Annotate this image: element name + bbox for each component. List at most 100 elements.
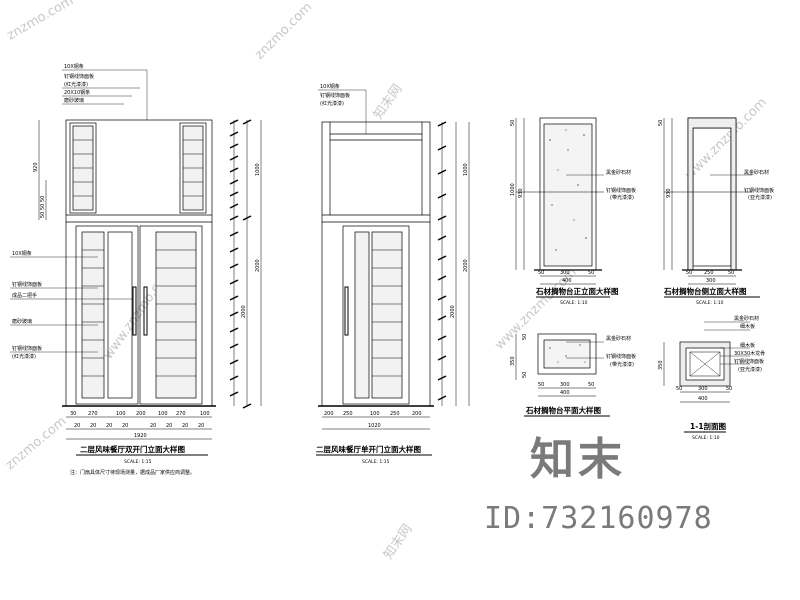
dim-text: 300 [706, 278, 716, 284]
callout-label: 黑金砂石材 [606, 169, 631, 176]
drawing-title: 1-1剖面图 [690, 421, 727, 431]
drawing-scale: SCALE: 1:10 [560, 300, 588, 306]
dim-text: 30 [70, 411, 76, 417]
dim-text: 50 [726, 386, 732, 392]
dim-text: 50 [510, 120, 516, 126]
dim-text: 2000 [255, 259, 261, 272]
dim-text: 400 [562, 278, 572, 284]
single-door-texts: 10X钢条 钉钢线饰面板 (红光漆漆) 1000 2000 2000 200 2… [316, 83, 469, 465]
id-text: ID:732160978 [484, 501, 713, 536]
dim-text: 350 [658, 360, 664, 370]
dim-text: 920 [33, 162, 39, 172]
single-door-elevation [316, 89, 470, 456]
door-slats [73, 139, 203, 377]
dim-text: 20 [150, 423, 156, 429]
leader-lines [10, 69, 148, 353]
dim-text: 1000 [510, 183, 516, 196]
dim-text: 1920 [134, 433, 147, 439]
drawing-scale: SCALE: 1:15 [124, 459, 152, 465]
stone-side-elevation [663, 117, 760, 298]
dim-text: 200 [324, 411, 334, 417]
dim-text: 20 [198, 423, 204, 429]
callout-label: 钉钢线饰面板 [606, 353, 636, 360]
dim-text: 50 [40, 212, 46, 218]
drawing-title: 石材搁物台侧立面大样图 [663, 286, 747, 296]
dim-text: 2000 [241, 305, 247, 318]
callout-label: 黑金砂石材 [734, 315, 759, 322]
dim-text: 1000 [463, 163, 469, 176]
dim-text: 300 [560, 382, 570, 388]
dim-text: 50 [658, 120, 664, 126]
callout-label: 黑金砂石材 [744, 169, 769, 176]
drawing-scale: SCALE: 1:10 [696, 300, 724, 306]
drawing-note: 注：门扇具体尺寸待现场测量，据成品厂家供应商调整。 [70, 469, 195, 476]
dim-text: 20 [122, 423, 128, 429]
callout-label: 10X钢条 [320, 83, 340, 90]
dim-text: 400 [698, 396, 708, 402]
stone-front-texts: 黑金砂石材 钉钢线饰面板 (带光漆漆) 50 1000 930 50 300 5… [510, 120, 636, 306]
dim-text: 300 [698, 386, 708, 392]
callout-label: 钉钢线饰面板 [606, 187, 636, 194]
callout-label: 钉钢线饰面板 [734, 358, 764, 365]
dim-text: 200 [136, 411, 146, 417]
dim-text: 20 [182, 423, 188, 429]
callout-label: (亚光漆漆) [748, 194, 772, 201]
dim-text: 270 [176, 411, 186, 417]
dim-text: 20 [74, 423, 80, 429]
dim-text: 50 [686, 270, 692, 276]
double-door-elevation [10, 69, 262, 456]
dim-text: 100 [370, 411, 380, 417]
dim-text: 250 [704, 270, 714, 276]
dim-text: 250 [343, 411, 353, 417]
dim-text: 1000 [255, 163, 261, 176]
dim-text: 100 [200, 411, 210, 417]
drawing-title: 石材搁物台正立面大样图 [535, 286, 619, 296]
callout-label: 钉钢线饰面板 [744, 187, 774, 194]
dim-text: 50 [40, 204, 46, 210]
dim-text: 50 [588, 270, 594, 276]
dim-text: 50 [538, 382, 544, 388]
dim-text: 200 [412, 411, 422, 417]
brand-logo-text: 知末 [530, 434, 626, 485]
callout-label: 细木板 [740, 323, 755, 330]
callout-label: 10X钢条 [64, 63, 84, 70]
dim-text: 50 [40, 196, 46, 202]
section-texts: 黑金砂石材 细木板 细木板 30X30木龙骨 钉钢线饰面板 (亚光漆漆) 350… [658, 315, 765, 441]
dim-text: 400 [560, 390, 570, 396]
callout-label: (带光漆漆) [610, 361, 634, 368]
callout-label: 20X10钢条 [64, 89, 90, 96]
dim-text: 250 [390, 411, 400, 417]
dim-text: 930 [666, 188, 672, 198]
dim-text: 350 [510, 356, 516, 366]
dim-text: 2000 [463, 259, 469, 272]
stone-side-texts: 黑金砂石材 钉钢线饰面板 (亚光漆漆) 50 930 50 250 50 300… [658, 120, 774, 306]
drawing-title: 二层风味餐厅单开门立面大样图 [316, 444, 421, 454]
drawing-scale: SCALE: 1:15 [362, 459, 390, 465]
section-1-1 [663, 321, 750, 433]
dim-text: 50 [522, 372, 528, 378]
drawing-scale: SCALE: 1:10 [692, 435, 720, 441]
dim-text: 50 [522, 334, 528, 340]
stone-plan-texts: 黑金砂石材 钉钢线饰面板 (带光漆漆) 350 50 50 50 300 50 … [510, 334, 636, 415]
dim-text: 50 [676, 386, 682, 392]
dim-text: 100 [116, 411, 126, 417]
callout-label: 30X30木龙骨 [734, 350, 765, 357]
callout-label: 钉钢线饰面板 [64, 73, 94, 80]
callout-label: 钉钢线饰面板 [320, 92, 350, 99]
callout-label: 钉钢线饰面板 [12, 281, 42, 288]
dim-text: 50 [538, 270, 544, 276]
drawing-title: 石材搁物台平面大样图 [525, 405, 601, 415]
callout-label: (红光漆漆) [320, 100, 344, 107]
dim-text: 20 [106, 423, 112, 429]
callout-label: (亚光漆漆) [738, 366, 762, 373]
dim-text: 50 [728, 270, 734, 276]
dim-text: 20 [166, 423, 172, 429]
double-door-texts: 10X钢条 钉钢线饰面板 (红光漆漆) 20X10钢条 磨砂玻璃 10X钢条 钉… [12, 63, 261, 476]
callout-label: 钉钢线饰面板 [12, 345, 42, 352]
stone-front-elevation [515, 117, 610, 298]
dim-text: 1020 [368, 423, 381, 429]
dim-ticks [229, 119, 252, 409]
drawing-title: 二层风味餐厅双开门立面大样图 [80, 444, 185, 454]
dim-text: 50 [588, 382, 594, 388]
callout-label: (红光漆漆) [64, 81, 88, 88]
